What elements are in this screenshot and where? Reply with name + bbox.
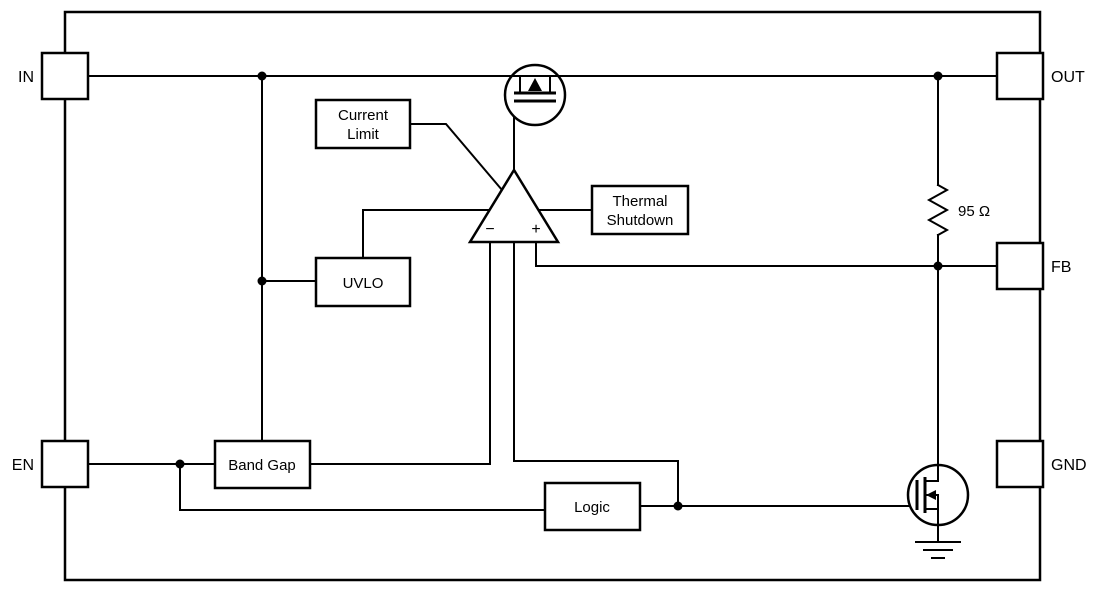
junction-dot bbox=[175, 459, 185, 469]
junction-dot bbox=[257, 71, 267, 81]
current-limit-label-line2: Limit bbox=[347, 126, 380, 143]
pin-label-en: EN bbox=[12, 457, 34, 474]
band-gap-label: Band Gap bbox=[228, 457, 296, 474]
block-current-limit: Current Limit bbox=[314, 98, 412, 150]
pin-out: OUT bbox=[995, 51, 1085, 101]
pmos-circle bbox=[503, 63, 567, 127]
error-amp-plus-label: + bbox=[531, 221, 540, 238]
nmos-body-arrow-icon bbox=[926, 490, 936, 500]
error-amp-triangle bbox=[467, 167, 561, 244]
current-limit-box bbox=[314, 98, 412, 150]
uvlo-label: UVLO bbox=[343, 275, 384, 292]
thermal-shutdown-box bbox=[590, 184, 690, 236]
discharge-nmos-transistor bbox=[906, 463, 970, 527]
pin-box-out bbox=[995, 51, 1045, 101]
ground-symbol-icon bbox=[915, 541, 961, 559]
pin-en: EN bbox=[12, 439, 90, 489]
junction-dot bbox=[673, 501, 683, 511]
current-limit-label-line1: Current bbox=[338, 107, 389, 124]
band-gap-box bbox=[213, 439, 312, 490]
pin-box-en bbox=[40, 439, 90, 489]
pin-box-fb bbox=[995, 241, 1045, 291]
block-band-gap: Band Gap bbox=[213, 439, 312, 490]
logic-label: Logic bbox=[574, 499, 610, 516]
pass-pmos-transistor bbox=[503, 63, 567, 127]
pin-in: IN bbox=[18, 51, 90, 101]
pin-label-fb: FB bbox=[1051, 259, 1071, 276]
thermal-shutdown-label-line2: Shutdown bbox=[607, 212, 674, 229]
pin-box-in bbox=[40, 51, 90, 101]
error-amplifier: − + bbox=[467, 167, 561, 244]
wire-uvlo-output bbox=[362, 209, 490, 259]
pin-label-in: IN bbox=[18, 69, 34, 86]
thermal-shutdown-label-line1: Thermal bbox=[612, 193, 667, 210]
wire-amp-enable bbox=[513, 241, 679, 507]
nmos-drain-stub bbox=[924, 464, 939, 482]
logic-box bbox=[543, 481, 642, 532]
junction-dot bbox=[257, 276, 267, 286]
wire-en-to-logic bbox=[179, 463, 546, 511]
pin-label-out: OUT bbox=[1051, 69, 1085, 86]
block-logic: Logic bbox=[543, 481, 642, 532]
pin-fb: FB bbox=[995, 241, 1071, 291]
junction-dot bbox=[933, 71, 943, 81]
wire-fb-to-plus-input bbox=[535, 241, 998, 267]
pin-label-gnd: GND bbox=[1051, 457, 1087, 474]
resistor-value-label: 95 Ω bbox=[958, 203, 990, 220]
wire-current-limit-output bbox=[409, 123, 504, 192]
pmos-body-arrow-icon bbox=[528, 78, 542, 91]
resistor-zigzag bbox=[926, 183, 950, 237]
wire-bandgap-to-minus-input bbox=[309, 241, 491, 465]
pin-box-gnd bbox=[995, 439, 1045, 489]
junction-dot bbox=[933, 261, 943, 271]
pin-gnd: GND bbox=[995, 439, 1087, 489]
block-thermal-shutdown: Thermal Shutdown bbox=[590, 184, 690, 236]
block-uvlo: UVLO bbox=[314, 256, 412, 308]
uvlo-box bbox=[314, 256, 412, 308]
error-amp-minus-label: − bbox=[485, 221, 494, 238]
junction-dots bbox=[175, 71, 943, 511]
